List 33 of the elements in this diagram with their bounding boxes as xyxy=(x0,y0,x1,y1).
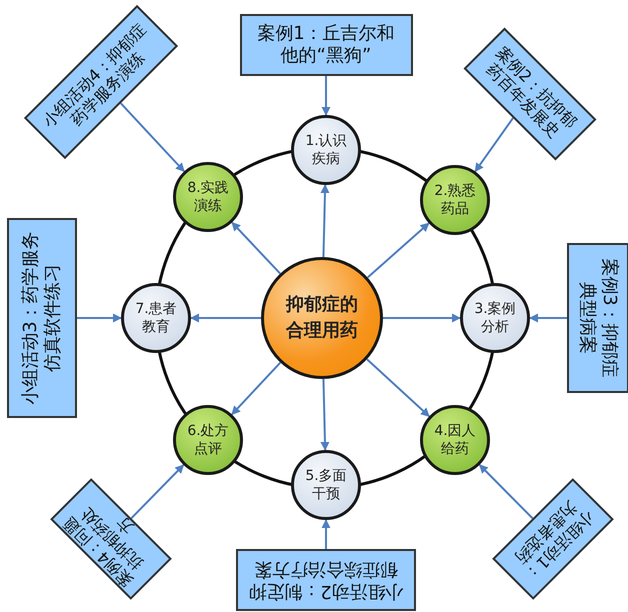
case-box: 案例2：抗抑郁药百年发展史 xyxy=(464,28,596,160)
case-box: 小组活动3：药学服务仿真软件练习 xyxy=(7,218,77,418)
arrow xyxy=(190,314,261,322)
case-box: 案例3：抑郁症典型病案 xyxy=(567,243,628,393)
topic-circle: 1.认识疾病 xyxy=(291,115,361,185)
topic-circle: 3.案例分析 xyxy=(460,283,530,353)
topic-circle: 5.多面干预 xyxy=(291,450,361,520)
topic-circle: 2.熟悉药品 xyxy=(420,165,490,235)
arrow xyxy=(366,358,430,418)
arrow xyxy=(130,464,184,519)
arrow xyxy=(474,117,514,172)
arrow xyxy=(529,314,567,322)
arrow xyxy=(478,464,534,520)
topic-circle: 7.患者教育 xyxy=(121,283,191,353)
arrow xyxy=(322,76,330,116)
topic-circle: 8.实践演练 xyxy=(173,162,243,232)
case-box: 小组活动2：制定抑郁症综合治疗方案 xyxy=(236,549,416,611)
case-box: 案例1：丘吉尔和他的“黑狗” xyxy=(240,14,412,76)
arrow xyxy=(231,222,281,274)
arrow xyxy=(383,314,461,322)
arrow xyxy=(366,222,430,278)
arrow xyxy=(231,362,282,416)
case-box: 小组活动1：为患者选药 xyxy=(492,478,614,600)
arrow xyxy=(320,184,330,258)
case-box: 案例4：问题抗抑郁药处方 xyxy=(50,478,172,600)
topic-circle: 6.处方点评 xyxy=(173,405,243,475)
arrow xyxy=(120,102,185,172)
arrow xyxy=(77,314,122,322)
arrow xyxy=(322,519,330,549)
topic-circle: 4.因人给药 xyxy=(420,405,490,475)
arrow xyxy=(320,378,330,451)
central-circle: 抑郁症的合理用药 xyxy=(261,257,383,379)
case-box: 小组活动4：抑郁症药学服务演练 xyxy=(24,4,178,160)
